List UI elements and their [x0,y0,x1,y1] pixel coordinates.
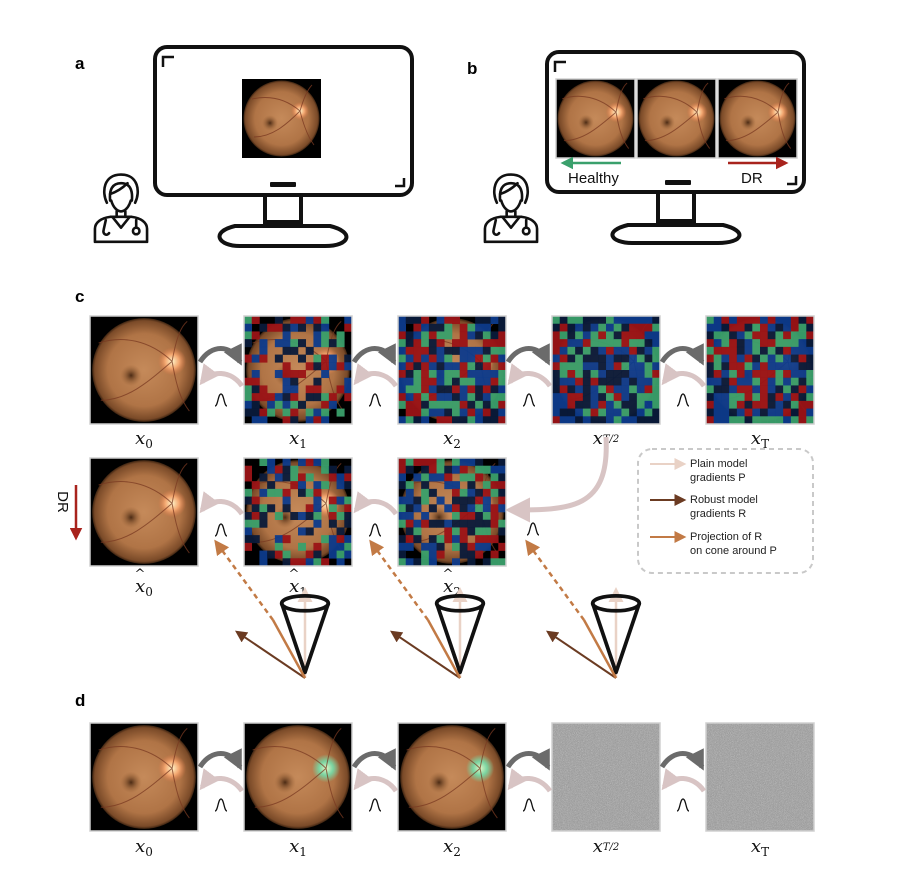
c-bot-arrows-1 [199,491,245,537]
monitor-corner-tl-b [553,60,566,72]
legend-plain-1: Plain model [690,458,747,470]
monitor-neck-b [656,194,696,223]
fundus-image-b-3 [717,78,798,159]
c-top-xT2 [551,315,661,425]
d-arrows-2 [351,748,399,812]
legend-robust-2: gradients R [690,508,746,520]
projection-dashed-3 [525,539,586,621]
projection-arrow-2 [426,619,462,679]
monitor-corner-br-b [787,176,798,186]
healthy-label: Healthy [568,170,619,187]
legend-plain-2: gradients P [690,472,746,484]
fundus-image-b-2 [636,78,717,159]
panel-label-b: b [467,59,477,78]
monitor-corner-br-a [395,178,406,188]
monitor-stand-b [610,223,742,245]
panel-d: x0 x1 x2 xT/2 xT [89,722,815,859]
robust-gradient-arrow-1 [235,630,306,679]
c-bot-label-0: x0 [135,576,153,599]
monitor-stand-a [217,224,349,248]
c-top-label-0: x0 [135,428,153,451]
d-x0 [89,722,199,832]
robust-gradient-arrow-2 [390,630,461,679]
clinician-icon-b [483,173,539,244]
c-top-arrows-1 [197,343,245,407]
c-top-x1 [243,315,353,425]
d-xT [705,722,815,832]
panel-a [93,45,414,248]
c-top-arrows-3 [505,343,553,407]
gradient-cone-1 [214,539,331,679]
d-label-0: x0 [135,836,153,859]
panel-label-a: a [75,54,85,73]
dr-label: DR [741,170,763,187]
d-x1 [243,722,353,832]
c-bot-x1hat [243,457,353,567]
monitor-neck-a [263,197,303,224]
legend-proj-2: on cone around P [690,545,777,557]
d-xT2 [551,722,661,832]
robust-gradient-arrow-3 [546,630,617,679]
c-top-arrows-4 [659,343,707,407]
gradient-cone-2 [369,539,486,679]
legend-proj-1: Projection of R [690,531,762,543]
c-top-x2 [397,315,507,425]
monitor-corner-tl-a [161,55,174,67]
c-top-x0 [89,315,199,425]
d-label-1: x1 [289,836,307,859]
c-bot-x0hat [89,457,199,567]
c-top-xT [705,315,815,425]
d-label-3: xT/2 [593,836,620,857]
d-arrows-4 [659,748,707,812]
monitor-button-b [665,180,691,185]
d-arrows-1 [197,748,245,812]
side-dr-label: DR [54,491,71,513]
projection-dashed-1 [214,539,275,621]
legend: Plain model gradients P Robust model gra… [637,448,814,574]
panel-label-c: c [75,287,84,306]
legend-robust-1: Robust model [690,494,758,506]
c-bot-x2hat [397,457,507,567]
d-label-2: x2 [443,836,461,859]
jump-arrow [505,436,609,523]
c-top-label-2: x2 [443,428,461,451]
d-label-4: xT [751,836,769,859]
c-top-arrows-2 [351,343,399,407]
c-bot-label-2-hat: ^ [443,567,454,582]
projection-dashed-2 [369,539,430,621]
c-top-label-3: xT/2 [593,428,620,449]
c-bot-tilde-3 [526,522,540,536]
c-bot-arrows-2 [353,491,399,537]
panel-label-d: d [75,691,85,710]
clinician-icon-a [93,173,149,244]
panel-b: Healthy DR [483,50,806,245]
projection-arrow-3 [582,619,618,679]
c-top-label-4: xT [751,428,769,451]
c-top-label-1: x1 [289,428,307,451]
gradient-cone-3 [525,539,642,679]
c-bot-label-1-hat: ^ [289,567,300,582]
projection-arrow-1 [271,619,307,679]
fundus-image-a [242,79,321,158]
d-arrows-3 [505,748,553,812]
fundus-image-b-1 [555,78,636,159]
monitor-button-a [270,182,296,187]
d-x2 [397,722,507,832]
c-bot-label-0-hat: ^ [135,567,146,582]
